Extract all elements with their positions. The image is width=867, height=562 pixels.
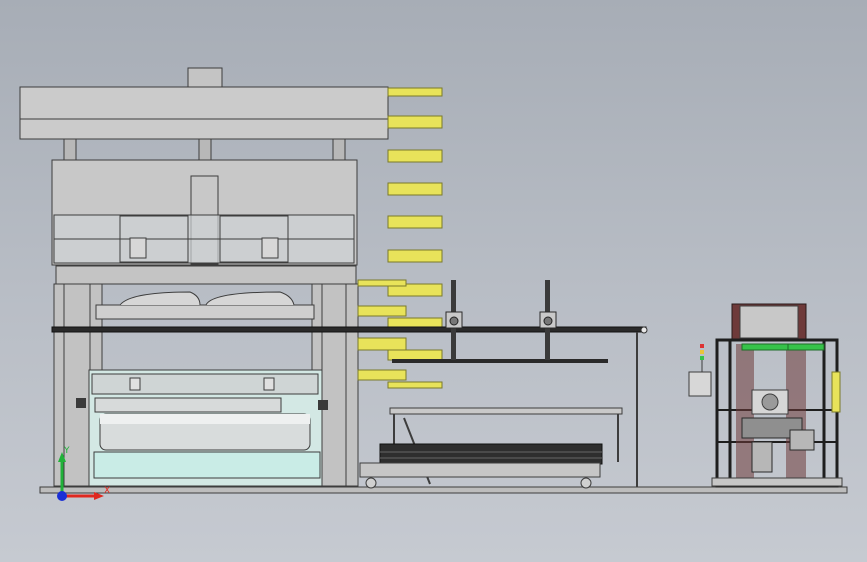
gantry-gripper-1 (445, 280, 463, 360)
x-axis-label: X (104, 486, 110, 496)
tie-rod-right (332, 138, 346, 162)
tie-rod-left (63, 138, 77, 162)
gantry-gripper-2 (539, 280, 557, 360)
floor-base-rail (39, 486, 848, 494)
press-crown (19, 86, 389, 140)
tie-rod-center (198, 138, 212, 162)
y-axis-label: Y (63, 446, 70, 456)
coordinate-triad: X Y (57, 446, 110, 501)
yellow-bracket-stack (357, 87, 443, 389)
hydraulic-press (19, 67, 389, 487)
glass-tray (93, 451, 321, 479)
transfer-rail (51, 326, 648, 487)
sheet-cart (359, 407, 623, 489)
press-top-cylinder (187, 67, 223, 89)
robot-workcell (688, 303, 843, 488)
press-slide (55, 265, 357, 285)
control-box (688, 371, 712, 397)
upper-die (95, 304, 315, 320)
sheet-stack (379, 443, 603, 465)
